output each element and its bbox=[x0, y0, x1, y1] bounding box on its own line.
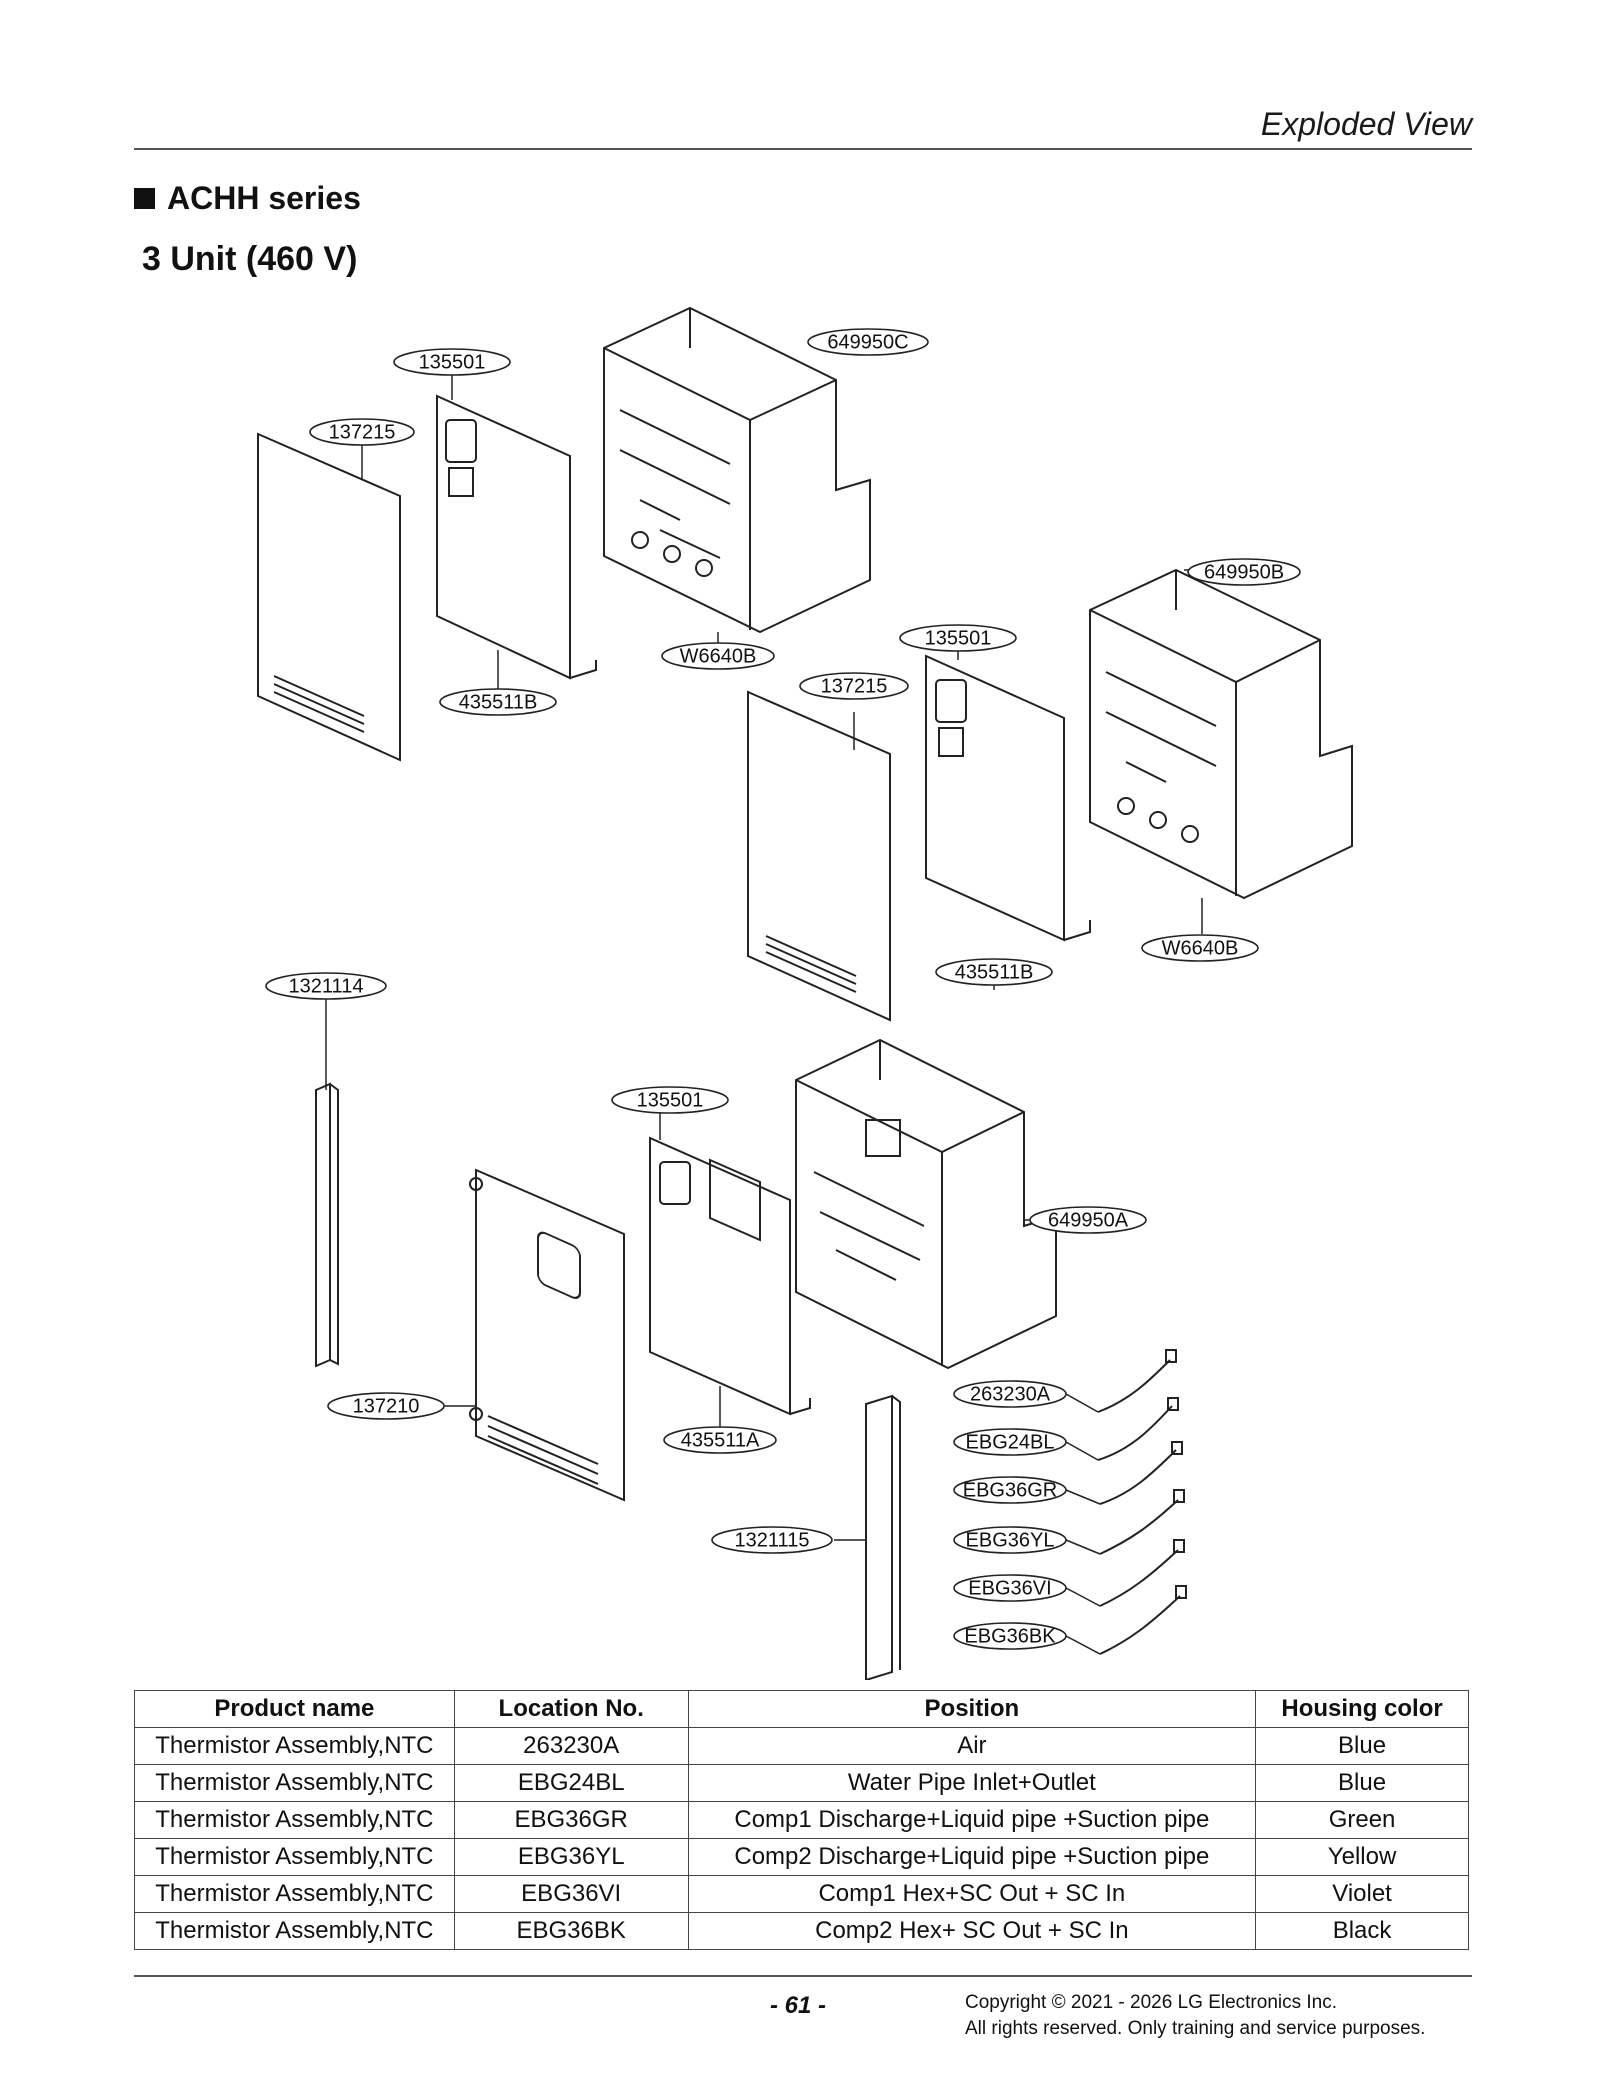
callout-EBG36YL: EBG36YL bbox=[966, 1529, 1055, 1551]
cell-location-no: EBG36YL bbox=[453, 1838, 689, 1876]
inner-panel-135501-middle bbox=[925, 654, 1091, 942]
front-panel-137215-middle bbox=[747, 690, 891, 1022]
callout-W6640B: W6640B bbox=[1162, 937, 1239, 959]
header-divider bbox=[134, 148, 1472, 150]
cell-housing-color: Violet bbox=[1255, 1875, 1469, 1913]
callout-435511B: 435511B bbox=[955, 961, 1034, 983]
cell-product-name: Thermistor Assembly,NTC bbox=[134, 1764, 455, 1802]
callout-649950B: 649950B bbox=[1204, 561, 1284, 583]
cell-housing-color: Blue bbox=[1255, 1764, 1469, 1802]
callout-EBG36GR: EBG36GR bbox=[963, 1479, 1057, 1501]
copyright-notice: Copyright © 2021 - 2026 LG Electronics I… bbox=[965, 1990, 1425, 2042]
cell-housing-color: Black bbox=[1255, 1912, 1469, 1950]
callout-435511A: 435511A bbox=[681, 1429, 760, 1451]
table-row: Thermistor Assembly,NTC EBG24BL Water Pi… bbox=[134, 1764, 1469, 1802]
column-header-product-name: Product name bbox=[134, 1690, 455, 1728]
callout-135501: 135501 bbox=[419, 351, 486, 373]
cell-housing-color: Green bbox=[1255, 1801, 1469, 1839]
header-title: Exploded View bbox=[1260, 106, 1472, 142]
section-heading: ACHH series bbox=[134, 180, 361, 217]
cell-location-no: EBG36VI bbox=[453, 1875, 689, 1913]
column-header-housing-color: Housing color bbox=[1255, 1690, 1469, 1728]
table-row: Thermistor Assembly,NTC EBG36GR Comp1 Di… bbox=[134, 1801, 1469, 1839]
table-row: Thermistor Assembly,NTC EBG36BK Comp2 He… bbox=[134, 1912, 1469, 1950]
cell-position: Comp1 Discharge+Liquid pipe +Suction pip… bbox=[687, 1801, 1257, 1839]
cell-position: Air bbox=[687, 1727, 1257, 1765]
table-header-row: Product name Location No. Position Housi… bbox=[134, 1690, 1469, 1728]
control-box-649950A bbox=[795, 1038, 1057, 1370]
callout-137215: 137215 bbox=[821, 675, 888, 697]
cell-location-no: EBG24BL bbox=[453, 1764, 689, 1802]
callout-EBG36BK: EBG36BK bbox=[964, 1625, 1056, 1647]
inner-panel-135501-top bbox=[436, 394, 597, 680]
cell-location-no: 263230A bbox=[453, 1727, 689, 1765]
cell-product-name: Thermistor Assembly,NTC bbox=[134, 1838, 455, 1876]
footer-divider bbox=[134, 1975, 1472, 1977]
section-heading-text: ACHH series bbox=[167, 180, 361, 216]
cell-position: Comp1 Hex+SC Out + SC In bbox=[687, 1875, 1257, 1913]
table-row: Thermistor Assembly,NTC EBG36VI Comp1 He… bbox=[134, 1875, 1469, 1913]
column-header-position: Position bbox=[687, 1690, 1257, 1728]
thermistor-harnesses bbox=[1097, 1349, 1187, 1655]
cell-product-name: Thermistor Assembly,NTC bbox=[134, 1727, 455, 1765]
copyright-line-1: Copyright © 2021 - 2026 LG Electronics I… bbox=[965, 1992, 1338, 2013]
control-box-649950B bbox=[1089, 568, 1353, 900]
front-panel-137215-top bbox=[257, 432, 401, 762]
exploded-view-diagram: 649950C 135501 137215 W6640B 435511B 649… bbox=[257, 306, 1353, 1680]
callout-W6640B: W6640B bbox=[680, 645, 757, 667]
cell-housing-color: Yellow bbox=[1255, 1838, 1469, 1876]
side-rail-1321115 bbox=[865, 1394, 901, 1680]
callout-649950A: 649950A bbox=[1048, 1209, 1129, 1231]
cell-position: Water Pipe Inlet+Outlet bbox=[687, 1764, 1257, 1802]
callout-435511B: 435511B bbox=[459, 691, 538, 713]
callout-EBG36VI: EBG36VI bbox=[968, 1577, 1051, 1599]
callout-1321115: 1321115 bbox=[735, 1529, 810, 1551]
callout-135501: 135501 bbox=[925, 627, 992, 649]
sub-heading: 3 Unit (460 V) bbox=[142, 240, 358, 278]
table-row: Thermistor Assembly,NTC EBG36YL Comp2 Di… bbox=[134, 1838, 1469, 1876]
callout-EBG24BL: EBG24BL bbox=[966, 1431, 1055, 1453]
inner-panel-135501-bottom bbox=[649, 1136, 811, 1416]
side-rail-1321114 bbox=[315, 1082, 339, 1368]
callout-649950C: 649950C bbox=[827, 331, 908, 353]
callout-135501: 135501 bbox=[637, 1089, 704, 1111]
thermistor-parts-table: Product name Location No. Position Housi… bbox=[134, 1690, 1469, 1950]
cell-product-name: Thermistor Assembly,NTC bbox=[134, 1912, 455, 1950]
leader-lines bbox=[325, 341, 1244, 1541]
cell-product-name: Thermistor Assembly,NTC bbox=[134, 1801, 455, 1839]
callout-263230A: 263230A bbox=[970, 1383, 1051, 1405]
cell-housing-color: Blue bbox=[1255, 1727, 1469, 1765]
control-box-649950C bbox=[603, 306, 871, 634]
harness-leaders bbox=[1065, 1393, 1101, 1655]
front-door-137210 bbox=[469, 1168, 625, 1502]
callout-137215: 137215 bbox=[329, 421, 396, 443]
copyright-line-2: All rights reserved. Only training and s… bbox=[965, 2018, 1426, 2039]
callout-137210: 137210 bbox=[353, 1395, 420, 1417]
cell-position: Comp2 Hex+ SC Out + SC In bbox=[687, 1912, 1257, 1950]
column-header-location-no: Location No. bbox=[453, 1690, 689, 1728]
callout-1321114: 1321114 bbox=[289, 975, 364, 997]
cell-location-no: EBG36BK bbox=[453, 1912, 689, 1950]
page-number: - 61 - bbox=[770, 1992, 827, 2019]
square-bullet-icon bbox=[134, 188, 155, 209]
cell-position: Comp2 Discharge+Liquid pipe +Suction pip… bbox=[687, 1838, 1257, 1876]
cell-product-name: Thermistor Assembly,NTC bbox=[134, 1875, 455, 1913]
cell-location-no: EBG36GR bbox=[453, 1801, 689, 1839]
table-row: Thermistor Assembly,NTC 263230A Air Blue bbox=[134, 1727, 1469, 1765]
